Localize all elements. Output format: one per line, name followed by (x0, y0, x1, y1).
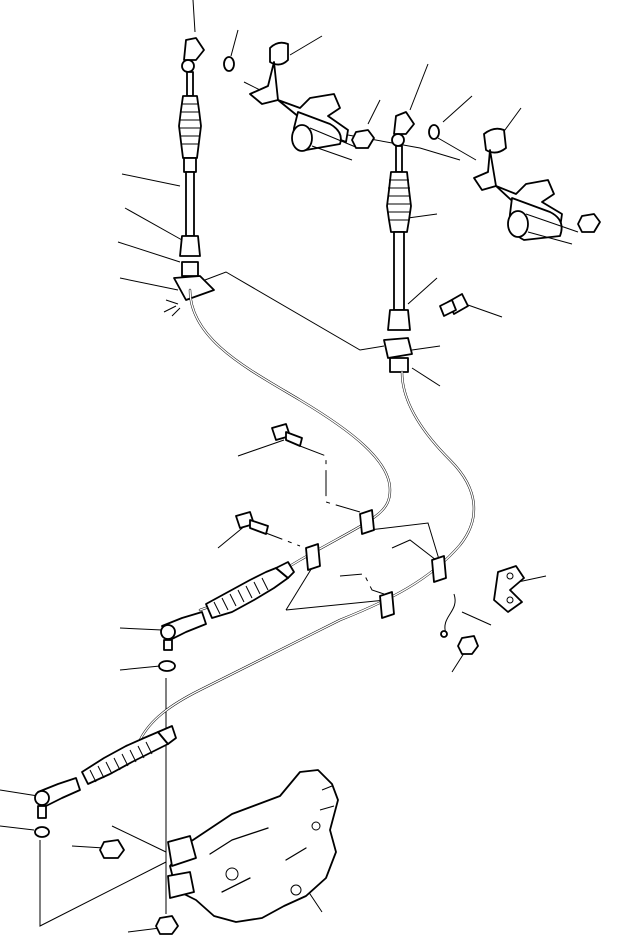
bolt-icon (235, 423, 303, 535)
right-control-cable (138, 370, 476, 742)
left-cable-lower-boot (205, 561, 295, 619)
bracket-icon (173, 275, 215, 301)
hex-nut-icon (155, 915, 179, 935)
right-cable-lower-boot (81, 725, 177, 785)
ball-joint-icon (160, 611, 207, 651)
washer-icon (428, 124, 440, 140)
washer-icon (223, 56, 235, 72)
left-control-lever (249, 41, 359, 161)
hex-nut-icon (99, 839, 125, 859)
ball-joint-icon (393, 111, 415, 135)
bracket-icon (493, 565, 525, 613)
ball-joint-icon (183, 37, 205, 61)
lever-knob-icon (483, 127, 507, 154)
ball-joint-icon (34, 777, 81, 819)
cotter-pin (444, 593, 456, 635)
hex-nut-icon (457, 635, 479, 655)
washer-icon (158, 660, 176, 672)
control-valve-icon (167, 769, 339, 923)
cable-clamp-icon (305, 509, 447, 619)
bolt-icon (439, 293, 469, 317)
left-control-cable (188, 288, 392, 612)
washer-icon (34, 826, 50, 838)
right-cable-upper-end (383, 111, 415, 373)
bracket-icon (383, 337, 413, 359)
left-cable-upper-end (163, 37, 215, 317)
lever-knob-icon (269, 41, 289, 66)
hex-nut-icon (577, 213, 601, 233)
leader-lines (0, 0, 547, 933)
hex-nut-icon (351, 129, 375, 149)
right-control-lever (473, 127, 579, 245)
